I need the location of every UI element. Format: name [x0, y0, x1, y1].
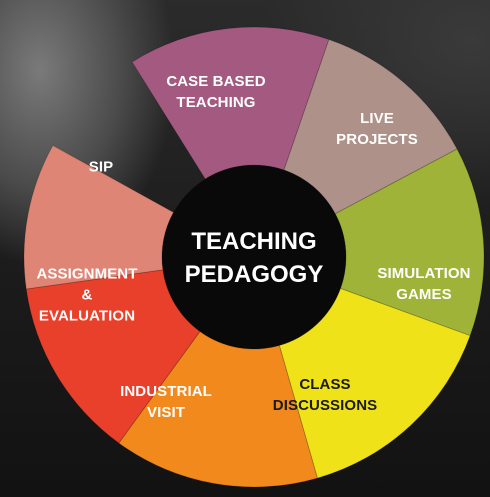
center-title-line-2: PEDAGOGY: [184, 261, 324, 288]
center-title: TEACHING PEDAGOGY: [185, 225, 324, 291]
segment-label-case-based-teaching: CASE BASED TEACHING: [166, 73, 266, 111]
segment-label-sip: SIP: [88, 158, 114, 176]
wheel-segments: [23, 26, 485, 488]
center-title-line-1: TEACHING: [191, 228, 317, 255]
center-hub: [162, 165, 346, 349]
segment-label-industrial-visit: INDUSTRIAL VISIT: [120, 383, 212, 421]
segment-label-class-discussions: CLASS DISCUSSIONS: [272, 376, 378, 414]
segment-label-live-projects: LIVE PROJECTS: [336, 110, 418, 148]
segment-label-simulation-games: SIMULATION GAMES: [377, 265, 471, 303]
segment-label-assignment-evaluation: ASSIGNMENT & EVALUATION: [36, 265, 138, 325]
